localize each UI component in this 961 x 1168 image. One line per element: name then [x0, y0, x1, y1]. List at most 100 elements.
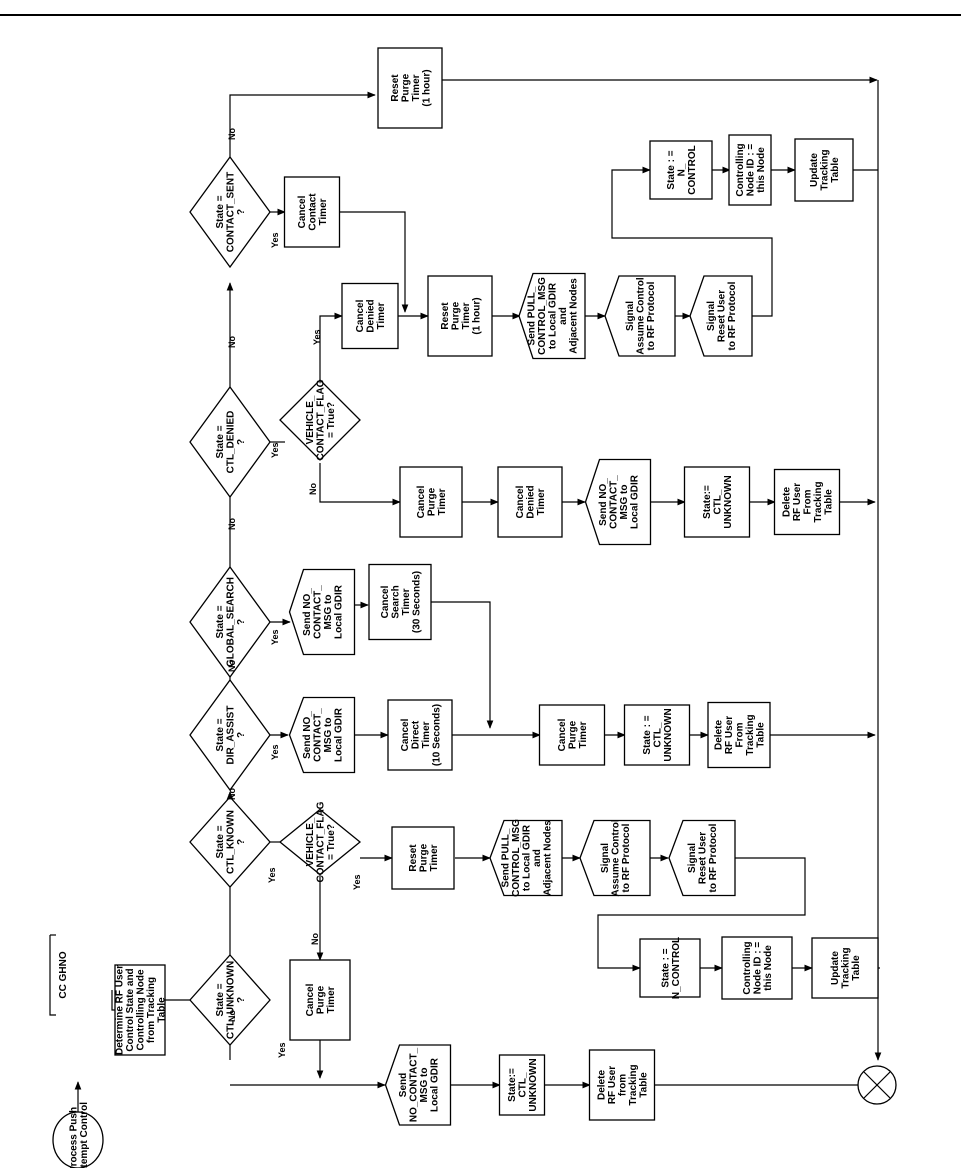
svg-text:DeleteRF UserfromTrackingTable: DeleteRF UserfromTrackingTable [597, 1064, 650, 1105]
node-text-line: Timer [437, 488, 448, 515]
node-text-line: to RF Protocol [646, 281, 657, 350]
node-text-line: Direct [410, 720, 421, 749]
node-text-line: Search [390, 585, 401, 618]
svg-text:CancelPurgeTimer: CancelPurgeTimer [557, 718, 589, 751]
node-text-line: CTL_UNKNOWN [226, 961, 237, 1039]
node-text-line: Purge [419, 843, 430, 872]
no-label: No [227, 128, 237, 140]
node-text-line: Reset [390, 74, 401, 102]
node-text-line: Send [398, 1073, 409, 1097]
node-k-state: State : =N_CONTROL [639, 937, 701, 999]
svg-text:Determine RF UserControl State: Determine RF UserControl State andContro… [115, 965, 168, 1055]
node-text-line: Tracking [628, 1064, 639, 1105]
no-label: No [227, 1010, 237, 1022]
node-text-line: RF User [607, 1066, 618, 1104]
no-label: No [227, 788, 237, 800]
node-text-line: Attempt Control [79, 1102, 90, 1168]
node-u-send: SendNO_CONTACT_MSG toLocal GDIR [384, 1044, 452, 1126]
node-s-state: State : =N_CONTROL [649, 140, 713, 200]
node-text-line: Signal [600, 843, 611, 873]
node-s-reset: ResetPurgeTimer(1 hour) [427, 275, 493, 357]
node-text-line: Controlling Node [136, 969, 147, 1051]
svg-text:State =CTL_UNKNOWN?: State =CTL_UNKNOWN? [215, 961, 247, 1039]
node-text-line: (10 Seconds) [431, 704, 442, 766]
node-text-line: Purge [400, 73, 411, 102]
node-text-line: CONTROL_MSG [511, 819, 522, 897]
node-text-line: Local GDIR [333, 707, 344, 762]
svg-text:State =CTL_KNOWN?: State =CTL_KNOWN? [215, 810, 247, 874]
node-text-line: MSG to [419, 1068, 430, 1103]
node-k-cancel-purge: CancelPurgeTimer [289, 959, 351, 1041]
node-n-state: State:=CTL_UNKNOWN [683, 466, 751, 538]
svg-text:ControllingNode ID : =this Nod: ControllingNode ID : =this Node [742, 941, 774, 994]
node-m-delete: DeleteRF UserFromTrackingTable [707, 701, 771, 769]
node-text-line: State:= [702, 485, 713, 519]
node-text-line: Control State and [125, 968, 136, 1051]
node-text-line: (1 hour) [421, 69, 432, 106]
node-d-global: State =GLOBAL_SEARCH? [189, 565, 271, 679]
svg-text:UpdateTrackingTable: UpdateTrackingTable [809, 149, 841, 190]
svg-text:State =CTL_DENIED?: State =CTL_DENIED? [215, 411, 247, 474]
node-text-line: CTL_ [653, 722, 664, 747]
svg-text:State : =N_CONTROL: State : =N_CONTROL [660, 937, 682, 999]
node-text-line: CTL_KNOWN [226, 810, 237, 874]
node-text-line: Delete [782, 487, 793, 517]
node-text-line: Contact [308, 193, 319, 231]
svg-text:VEHICLE_CONTACT_FLAG= True?: VEHICLE_CONTACT_FLAG= True? [305, 801, 337, 882]
node-text-line: Timer [461, 302, 472, 329]
node-text-line: CONTACT_ [312, 708, 323, 762]
node-start: Process PushAttempt Control [52, 1102, 104, 1168]
node-text-line: (1 hour) [471, 297, 482, 334]
node-text-line: Reset User [717, 290, 728, 342]
no-label: No [227, 518, 237, 530]
svg-text:Process PushAttempt Control: Process PushAttempt Control [68, 1102, 90, 1168]
svg-text:Send NO_CONTACT_MSG toLocal GD: Send NO_CONTACT_MSG toLocal GDIR [302, 707, 345, 762]
svg-text:SignalReset Userto RF Protocol: SignalReset Userto RF Protocol [687, 823, 719, 892]
node-text-line: Purge [568, 720, 579, 749]
node-text-line: Send NO_ [302, 588, 313, 636]
node-text-line: State = [215, 425, 226, 458]
node-text-line: CONTACT_SENT [226, 172, 237, 252]
node-text-line: Table [639, 1072, 650, 1098]
svg-text:State:=CTL_UNKNOWN: State:=CTL_UNKNOWN [507, 1058, 539, 1111]
node-text-line: State : = [642, 715, 653, 754]
svg-text:Send NO_CONTACT_MSG toLocal GD: Send NO_CONTACT_MSG toLocal GDIR [302, 584, 345, 639]
node-d-known: State =CTL_KNOWN? [189, 796, 271, 888]
node-text-line: Cancel [515, 485, 526, 518]
node-text-line: Send PULL_ [501, 828, 512, 887]
node-text-line: Table [851, 955, 862, 981]
svg-text:ResetPurgeTimer: ResetPurgeTimer [408, 843, 440, 872]
node-text-line: Update [830, 951, 841, 985]
node-text-line: RF User [724, 716, 735, 754]
node-text-line: Reset [440, 302, 451, 330]
node-text-line: Delete [714, 720, 725, 750]
node-text-line: Controlling [742, 941, 753, 994]
node-text-line: Node ID : = [753, 942, 764, 995]
node-text-line: MSG to [619, 485, 630, 520]
node-text-line: Send NO_ [302, 711, 313, 759]
node-text-line: Timer [326, 986, 337, 1013]
node-s-send-pull: Send PULL_CONTROL_MSGto Local GDIRandAdj… [518, 272, 586, 360]
node-text-line: Local GDIR [629, 474, 640, 529]
node-text-line: to Local GDIR [522, 824, 533, 891]
node-text-line: Controlling [735, 143, 746, 196]
node-text-line: Timer [411, 74, 422, 101]
node-text-line: N_ [677, 163, 688, 176]
node-text-line: MSG to [323, 718, 334, 753]
node-r-send: Send NO_CONTACT_MSG toLocal GDIR [288, 696, 356, 774]
node-u-delete: DeleteRF UserfromTrackingTable [588, 1049, 656, 1121]
branch-labels: Yes No Yes No Yes No Yes No Yes No Yes N… [227, 128, 362, 1058]
offpage-label: CC GHNO [58, 951, 69, 998]
node-text-line: and [558, 307, 569, 325]
node-text-line: Tracking [745, 714, 756, 755]
node-text-line: ? [236, 619, 247, 625]
node-g-cancel-search: CancelSearchTimer(30 Seconds) [368, 563, 432, 641]
svg-text:State =GLOBAL_SEARCH?: State =GLOBAL_SEARCH? [215, 577, 247, 667]
node-text-line: UNKNOWN [663, 708, 674, 761]
svg-text:VEHICLE_CONTACT_FLAG= True?: VEHICLE_CONTACT_FLAG= True? [305, 379, 337, 460]
node-text-line: Tracking [841, 947, 852, 988]
node-s-update: UpdateTrackingTable [794, 138, 854, 202]
node-text-line: Update [809, 153, 820, 187]
node-text-line: MSG to [323, 595, 334, 630]
